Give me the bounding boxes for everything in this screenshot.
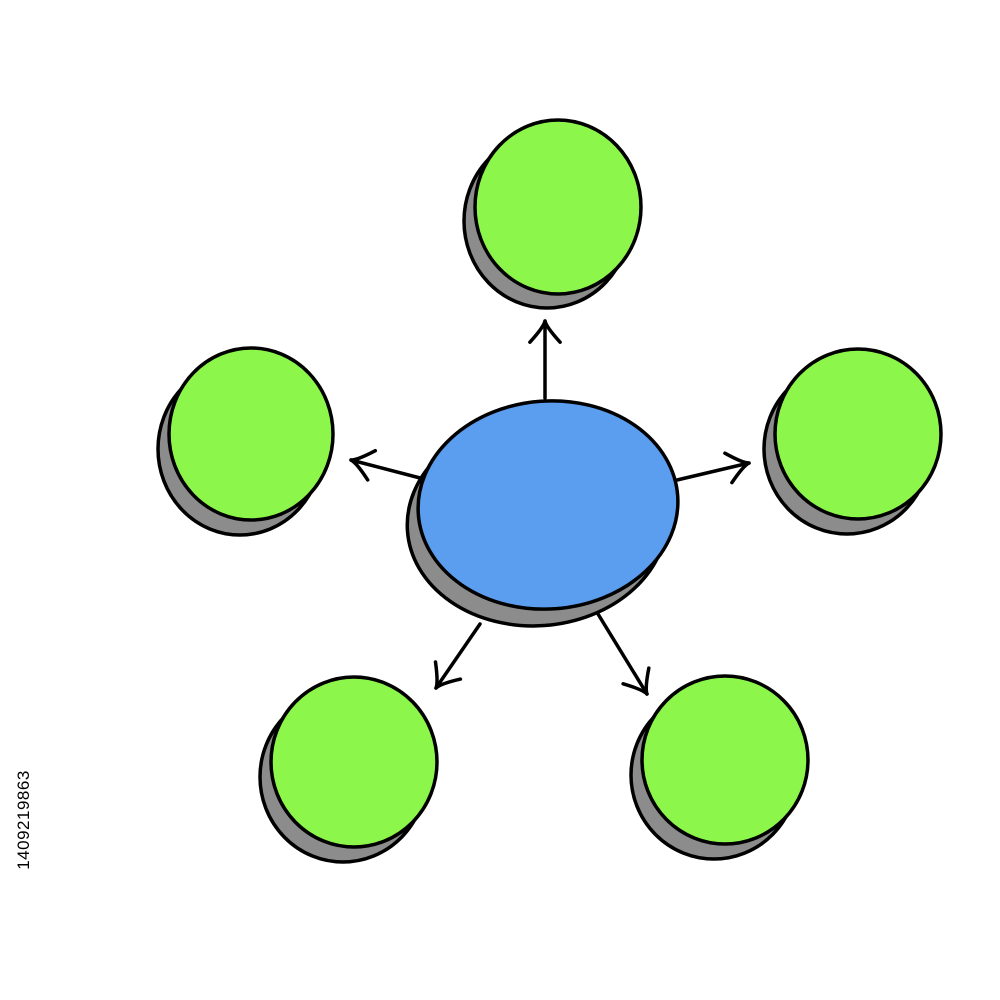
arrow-center-to-right (675, 451, 751, 485)
node-center (405, 399, 680, 628)
node-top-body (473, 118, 643, 296)
node-bottom-left-body (269, 675, 439, 849)
arrow-head (723, 451, 751, 485)
arrow-layer (349, 319, 751, 696)
stock-id-watermark: 1409219863 (4, 740, 44, 900)
node-left (156, 346, 335, 537)
node-bottom-right (629, 674, 810, 861)
node-layer (156, 118, 943, 864)
arrow-head (621, 666, 651, 696)
arrow-center-to-top (528, 319, 562, 400)
arrow-shaft (596, 612, 649, 696)
arrow-center-to-bottom-right (596, 612, 651, 696)
node-right-body (773, 347, 943, 521)
node-center-body (416, 399, 680, 611)
node-bottom-right-body (640, 674, 810, 846)
arrow-head (433, 660, 463, 690)
arrow-center-to-bottom-left (433, 622, 482, 690)
node-left-body (167, 346, 335, 522)
node-bottom-left (258, 675, 439, 864)
node-right (762, 347, 943, 536)
arrow-shaft (434, 622, 482, 690)
arrow-center-to-left (349, 448, 426, 482)
node-top (462, 118, 643, 310)
arrow-shaft (675, 461, 751, 482)
arrow-shaft (349, 458, 426, 481)
arrow-head (528, 319, 562, 344)
arrow-head (349, 448, 378, 482)
stock-id-text: 1409219863 (14, 770, 34, 870)
